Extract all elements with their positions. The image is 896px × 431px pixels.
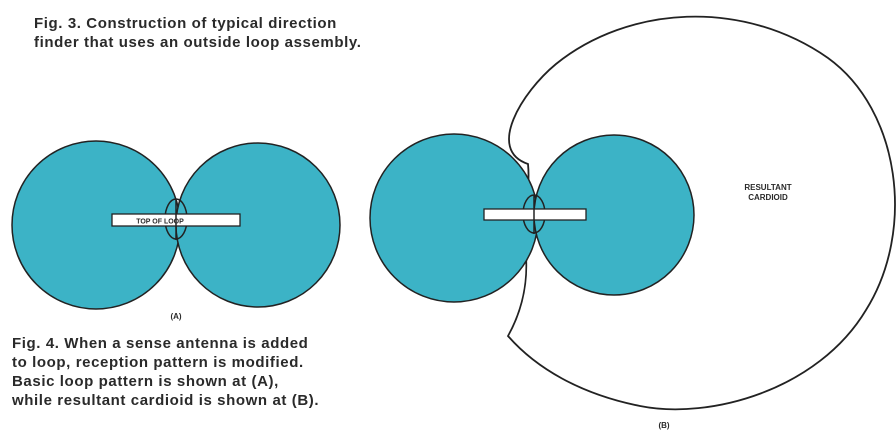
fig4-caption-line-4: while resultant cardioid is shown at (B)… xyxy=(12,392,320,409)
fig3-caption: Fig. 3. Construction of typical directio… xyxy=(34,14,444,52)
diagram-b-panel-label: (B) xyxy=(658,421,669,430)
fig4-caption-line-2: to loop, reception pattern is modified. xyxy=(12,354,304,371)
fig3-caption-line-2: finder that uses an outside loop assembl… xyxy=(34,34,362,51)
diagram-b-cardioid-outline xyxy=(506,15,896,411)
fig4-caption-line-1: Fig. 4. When a sense antenna is added xyxy=(12,335,309,352)
diagram-a-panel-label: (A) xyxy=(170,312,181,321)
diagram-b-cardioid-label-line-2: CARDIOID xyxy=(748,193,788,202)
diagram-b: RESULTANT CARDIOID (B) xyxy=(369,15,896,430)
diagram-a-loop-label: TOP OF LOOP xyxy=(136,219,184,226)
diagram-b-loop-bar xyxy=(483,208,587,221)
diagram-a: TOP OF LOOP (A) xyxy=(11,140,341,321)
diagram-b-cardioid-label-line-1: RESULTANT xyxy=(744,183,791,192)
fig3-caption-line-1: Fig. 3. Construction of typical directio… xyxy=(34,15,337,32)
fig4-caption-line-3: Basic loop pattern is shown at (A), xyxy=(12,373,279,390)
fig4-caption: Fig. 4. When a sense antenna is added to… xyxy=(12,334,422,410)
